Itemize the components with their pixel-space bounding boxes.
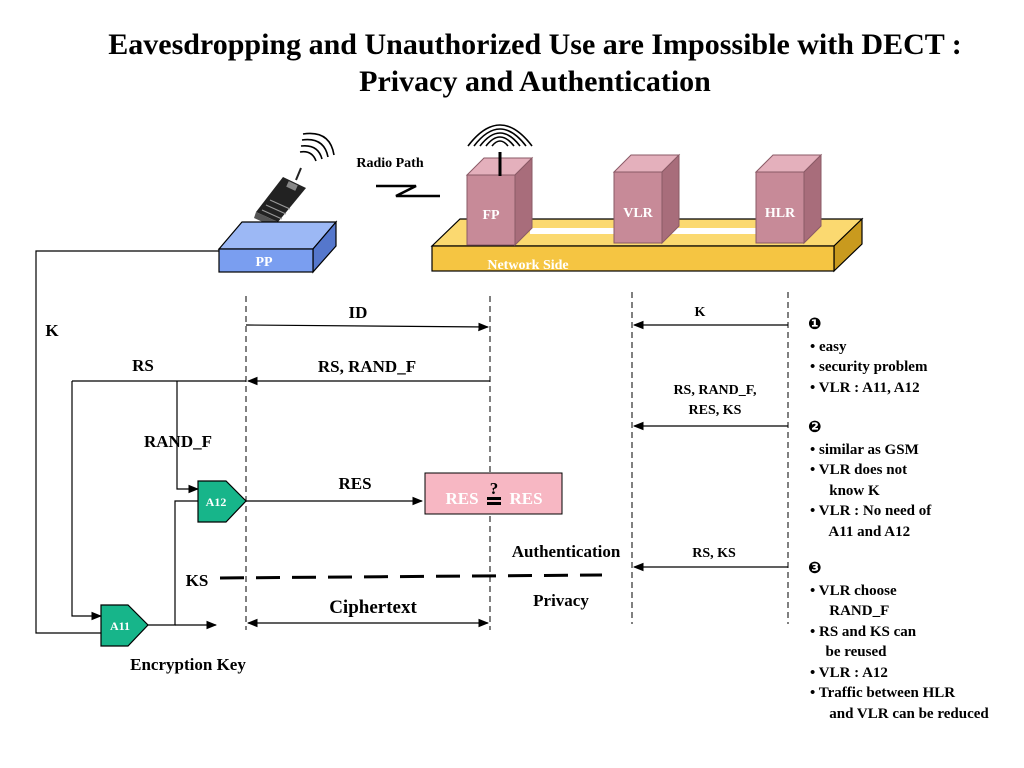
k-left-label: K <box>45 321 59 340</box>
note-3-item-3: • VLR : A12 <box>810 664 888 681</box>
hlr-label: HLR <box>765 206 796 221</box>
a12-block: A12 <box>197 480 247 523</box>
authentication-label: Authentication <box>512 542 621 561</box>
a11-block: A11 <box>100 604 149 647</box>
note-marker-3: ❸ <box>808 558 822 577</box>
res-box-right: RES <box>509 489 542 508</box>
note-marker-1: ❶ <box>808 314 822 333</box>
note-1-item-2: • security problem <box>810 359 928 375</box>
k-top-label: K <box>695 305 706 320</box>
pp-box: PP <box>217 220 338 274</box>
privacy-label: Privacy <box>533 591 589 610</box>
rs-rand-f-res-ks-label-1: RS, RAND_F, <box>673 383 756 398</box>
res-label: RES <box>338 474 371 493</box>
hlr-tower: HLR <box>754 153 823 245</box>
res-box-question: ? <box>490 479 499 498</box>
rs-ks-label: RS, KS <box>692 546 736 561</box>
network-side-label: Network Side <box>487 258 568 273</box>
a11-label: A11 <box>110 619 130 633</box>
page-title: Eavesdropping and Unauthorized Use are I… <box>108 28 962 98</box>
radio-path-bolt <box>376 184 440 198</box>
lifelines <box>245 292 789 630</box>
id-arrow <box>245 322 490 332</box>
a11-to-a12-wire <box>148 500 198 626</box>
note-group-3: ❸ • VLR choose RAND_F • RS and KS can be… <box>808 558 989 724</box>
note-3-item-1: • VLR choose RAND_F <box>810 582 897 620</box>
rs-label: RS <box>132 356 154 375</box>
rs-to-a11-wire <box>71 381 103 621</box>
rs-rand-f-label: RS, RAND_F <box>318 357 416 376</box>
res-compare-box: RES ? RES <box>424 472 563 515</box>
fp-label: FP <box>482 208 500 223</box>
ks-label: KS <box>186 571 209 590</box>
note-group-1: ❶ • easy • security problem • VLR : A11,… <box>808 314 927 398</box>
fp-antenna-icon <box>467 124 533 147</box>
a12-label: A12 <box>206 495 227 509</box>
phone-icon <box>254 132 335 228</box>
vlr-label: VLR <box>623 206 653 221</box>
encryption-key-label: Encryption Key <box>130 655 246 674</box>
note-group-2: ❷ • similar as GSM • VLR does not know K… <box>808 417 931 542</box>
id-label: ID <box>349 303 368 322</box>
rand-f-label: RAND_F <box>144 432 212 451</box>
pp-label: PP <box>255 255 273 270</box>
res-box-left: RES <box>445 489 478 508</box>
note-1-item-1: • easy <box>810 338 847 355</box>
k-wire <box>35 250 219 634</box>
radio-path-label: Radio Path <box>356 156 424 171</box>
rs-rand-f-res-ks-label-2: RES, KS <box>689 403 742 418</box>
note-3-item-2: • RS and KS can be reused <box>810 623 917 661</box>
note-1-item-3: • VLR : A11, A12 <box>810 379 920 396</box>
note-2-item-3: • VLR : No need of A11 and A12 <box>810 503 932 540</box>
note-marker-2: ❷ <box>808 417 822 436</box>
ciphertext-label: Ciphertext <box>329 597 417 618</box>
vlr-tower: VLR <box>612 153 681 245</box>
ks-dashed-line <box>219 573 603 580</box>
rand-f-to-a12-wire <box>176 381 200 494</box>
note-3-item-4: • Traffic between HLR and VLR can be red… <box>810 685 989 722</box>
fp-tower: FP <box>465 124 534 247</box>
note-2-item-2: • VLR does not know K <box>810 462 908 499</box>
note-2-item-1: • similar as GSM <box>810 441 919 458</box>
